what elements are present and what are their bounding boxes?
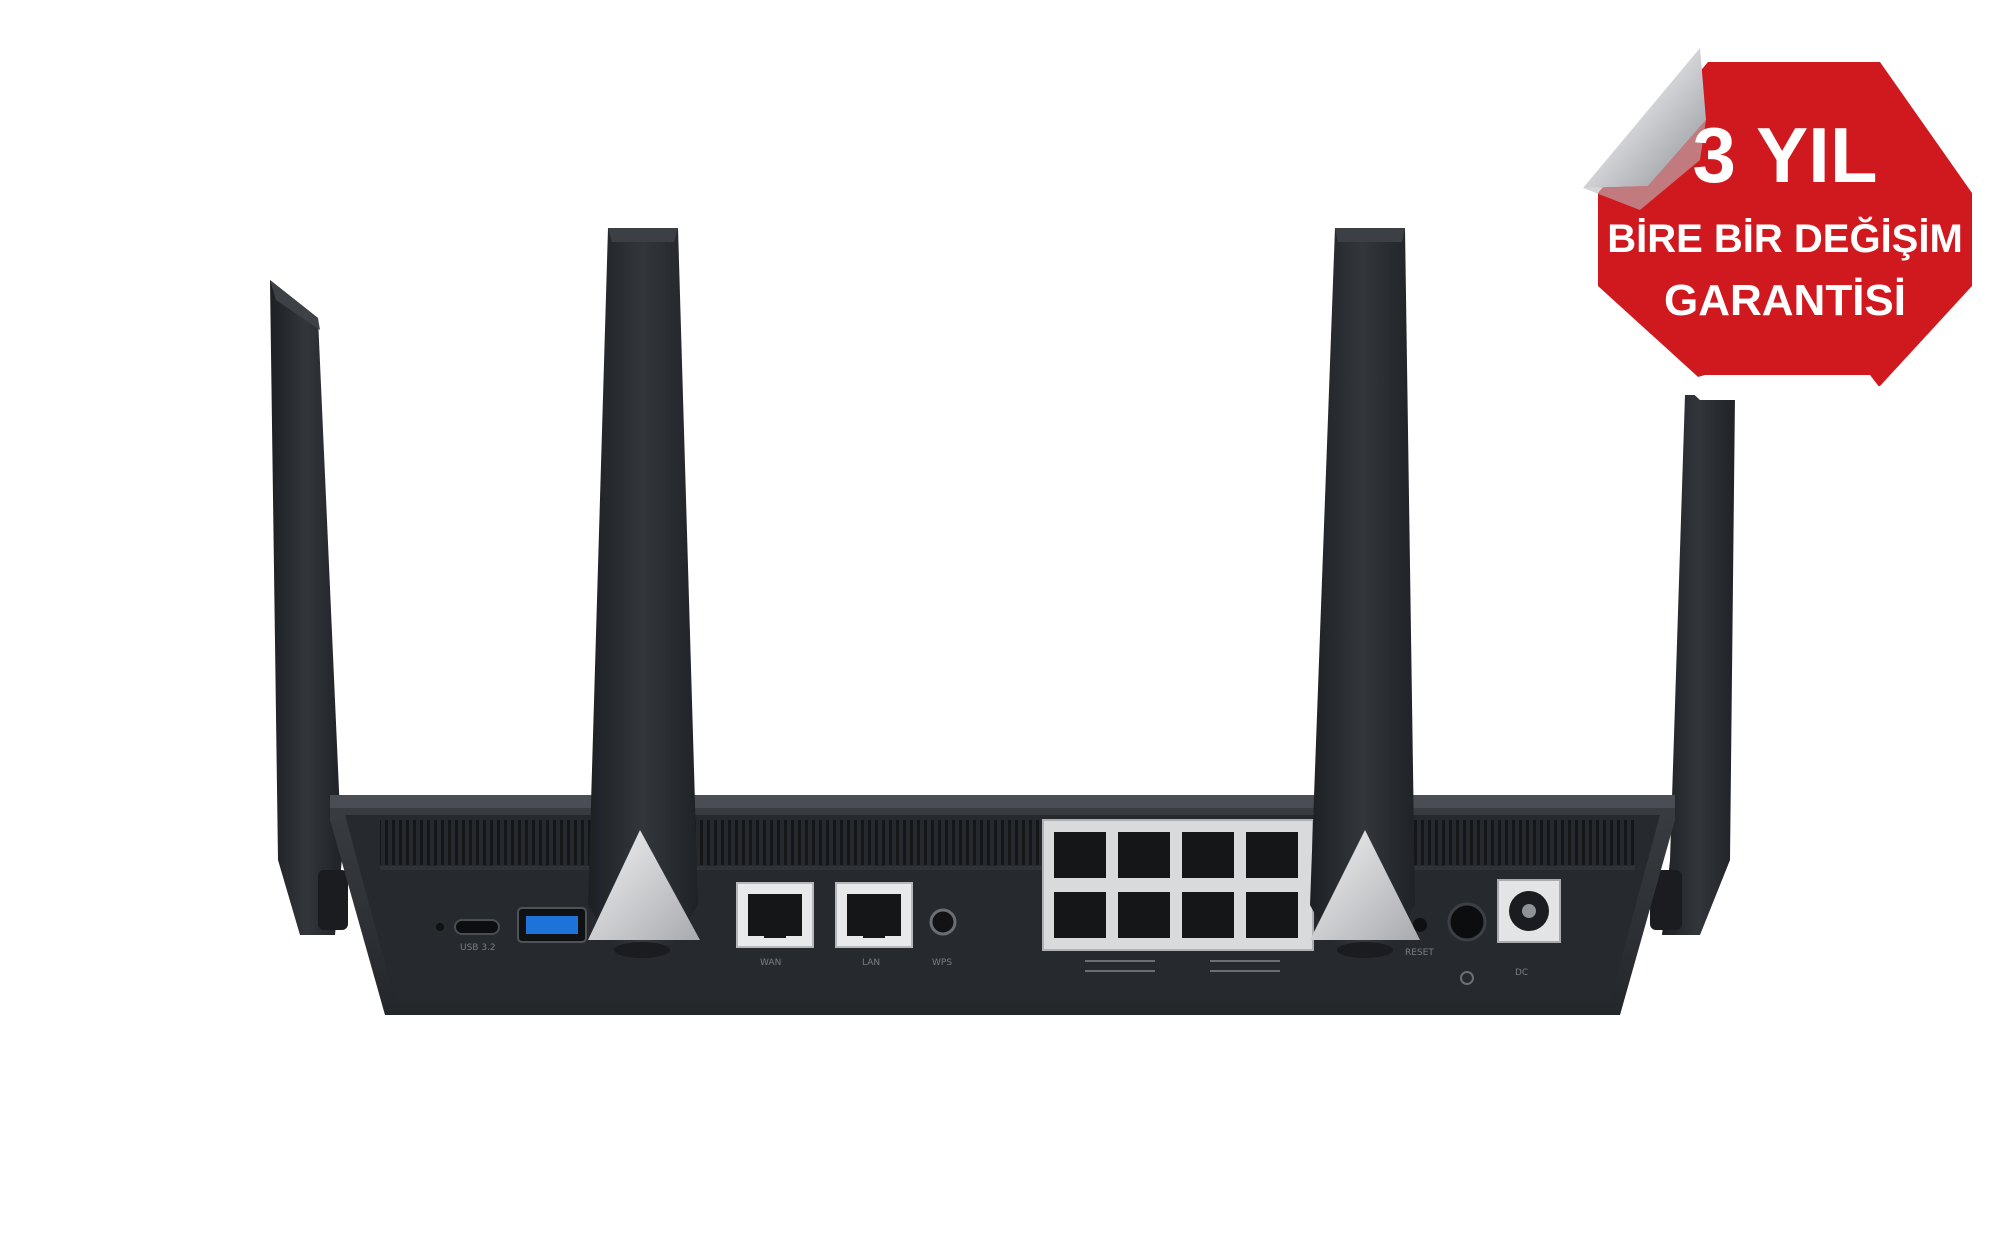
svg-text:WAN: WAN — [760, 958, 781, 968]
wan-port: WAN — [736, 882, 814, 968]
badge-line-1: 3 YIL — [1693, 111, 1878, 199]
badge-line-3: GARANTİSİ — [1664, 276, 1906, 325]
usb-3-port — [517, 907, 587, 943]
svg-text:DC: DC — [1515, 968, 1528, 978]
badge-line-2: BİRE BİR DEĞİŞİM — [1607, 215, 1963, 261]
warranty-badge: 3 YIL BİRE BİR DEĞİŞİM GARANTİSİ — [1583, 48, 1988, 400]
lan-ports-1-8 — [1042, 819, 1314, 972]
antenna-right-inner — [1310, 228, 1420, 958]
wps-button: WPS — [929, 908, 957, 968]
svg-text:RESET: RESET — [1405, 948, 1434, 958]
power-button — [1447, 902, 1487, 985]
usb-c-port: USB 3.2 — [436, 919, 500, 953]
antenna-right-outer — [1650, 395, 1735, 935]
badge-peeled-corner — [1583, 48, 1706, 210]
lan-aggregation-port: LAN — [835, 882, 913, 968]
dc-in-jack: DC — [1497, 879, 1561, 978]
svg-text:WPS: WPS — [932, 958, 952, 968]
antenna-left-outer — [270, 280, 348, 935]
antenna-left-inner — [588, 228, 700, 958]
svg-text:USB 3.2: USB 3.2 — [460, 943, 496, 953]
reset-button: RESET — [1405, 918, 1434, 958]
svg-text:LAN: LAN — [862, 958, 880, 968]
